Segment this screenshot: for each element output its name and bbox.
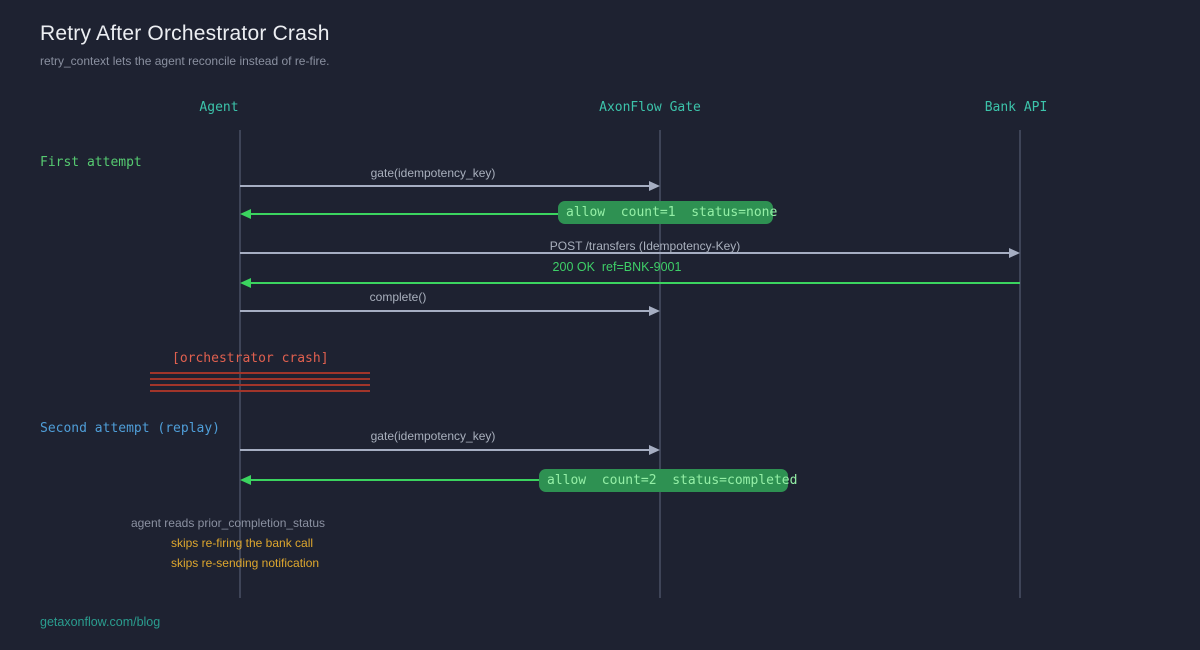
note-skips-notification: skips re-sending notification: [170, 556, 320, 570]
crash-label: [orchestrator crash]: [172, 351, 329, 366]
arrow-shaft: [240, 449, 651, 451]
arrow-shaft: [240, 310, 651, 312]
arrow-shaft: [249, 213, 660, 215]
note-skips-bank-call: skips re-firing the bank call: [170, 536, 314, 550]
allow-reply-2-pill: allow count=2 status=completed: [539, 469, 797, 492]
bank-reply-arrow: [240, 278, 1020, 288]
arrow-head-left-icon: [240, 278, 251, 288]
message-label-gate-call-2: gate(idempotency_key): [370, 429, 496, 443]
arrow-head-right-icon: [649, 181, 660, 191]
lifeline-agent: [239, 130, 241, 598]
arrow-shaft: [240, 185, 651, 187]
message-label-gate-call-1: gate(idempotency_key): [370, 166, 496, 180]
allow-reply-2-arrow: [240, 475, 660, 485]
arrow-shaft: [240, 252, 1011, 254]
lifeline-bank-api: [1019, 130, 1021, 598]
arrow-head-left-icon: [240, 209, 251, 219]
lifeline-axonflow-gate: [659, 130, 661, 598]
crash-line: [150, 378, 370, 380]
crash-line: [150, 372, 370, 374]
message-label-bank-call: POST /transfers (Idempotency-Key): [549, 239, 741, 253]
crash-line: [150, 390, 370, 392]
actor-label-bank-api: Bank API: [984, 100, 1048, 115]
arrow-head-left-icon: [240, 475, 251, 485]
section-label-first-attempt: First attempt: [40, 155, 142, 170]
arrow-head-right-icon: [1009, 248, 1020, 258]
section-label-second-attempt: Second attempt (replay): [40, 421, 221, 436]
arrow-shaft: [249, 282, 1020, 284]
bank-call-arrow: [240, 248, 1020, 258]
actor-label-axonflow-gate: AxonFlow Gate: [599, 100, 701, 115]
message-label-bank-reply: 200 OK ref=BNK-9001: [552, 260, 682, 274]
page-subtitle: retry_context lets the agent reconcile i…: [40, 54, 330, 68]
page-title: Retry After Orchestrator Crash: [40, 22, 330, 45]
arrow-head-right-icon: [649, 445, 660, 455]
footer-blog-link[interactable]: getaxonflow.com/blog: [40, 615, 161, 629]
allow-reply-1-pill: allow count=1 status=none: [558, 201, 777, 224]
gate-call-2-arrow: [240, 445, 660, 455]
actor-label-agent: Agent: [199, 100, 239, 115]
gate-call-1-arrow: [240, 181, 660, 191]
crash-line: [150, 384, 370, 386]
note-reads-status: agent reads prior_completion_status: [130, 516, 326, 530]
message-label-complete-call: complete(): [369, 290, 427, 304]
allow-reply-1-arrow: [240, 209, 660, 219]
arrow-head-right-icon: [649, 306, 660, 316]
complete-call-arrow: [240, 306, 660, 316]
arrow-shaft: [249, 479, 660, 481]
